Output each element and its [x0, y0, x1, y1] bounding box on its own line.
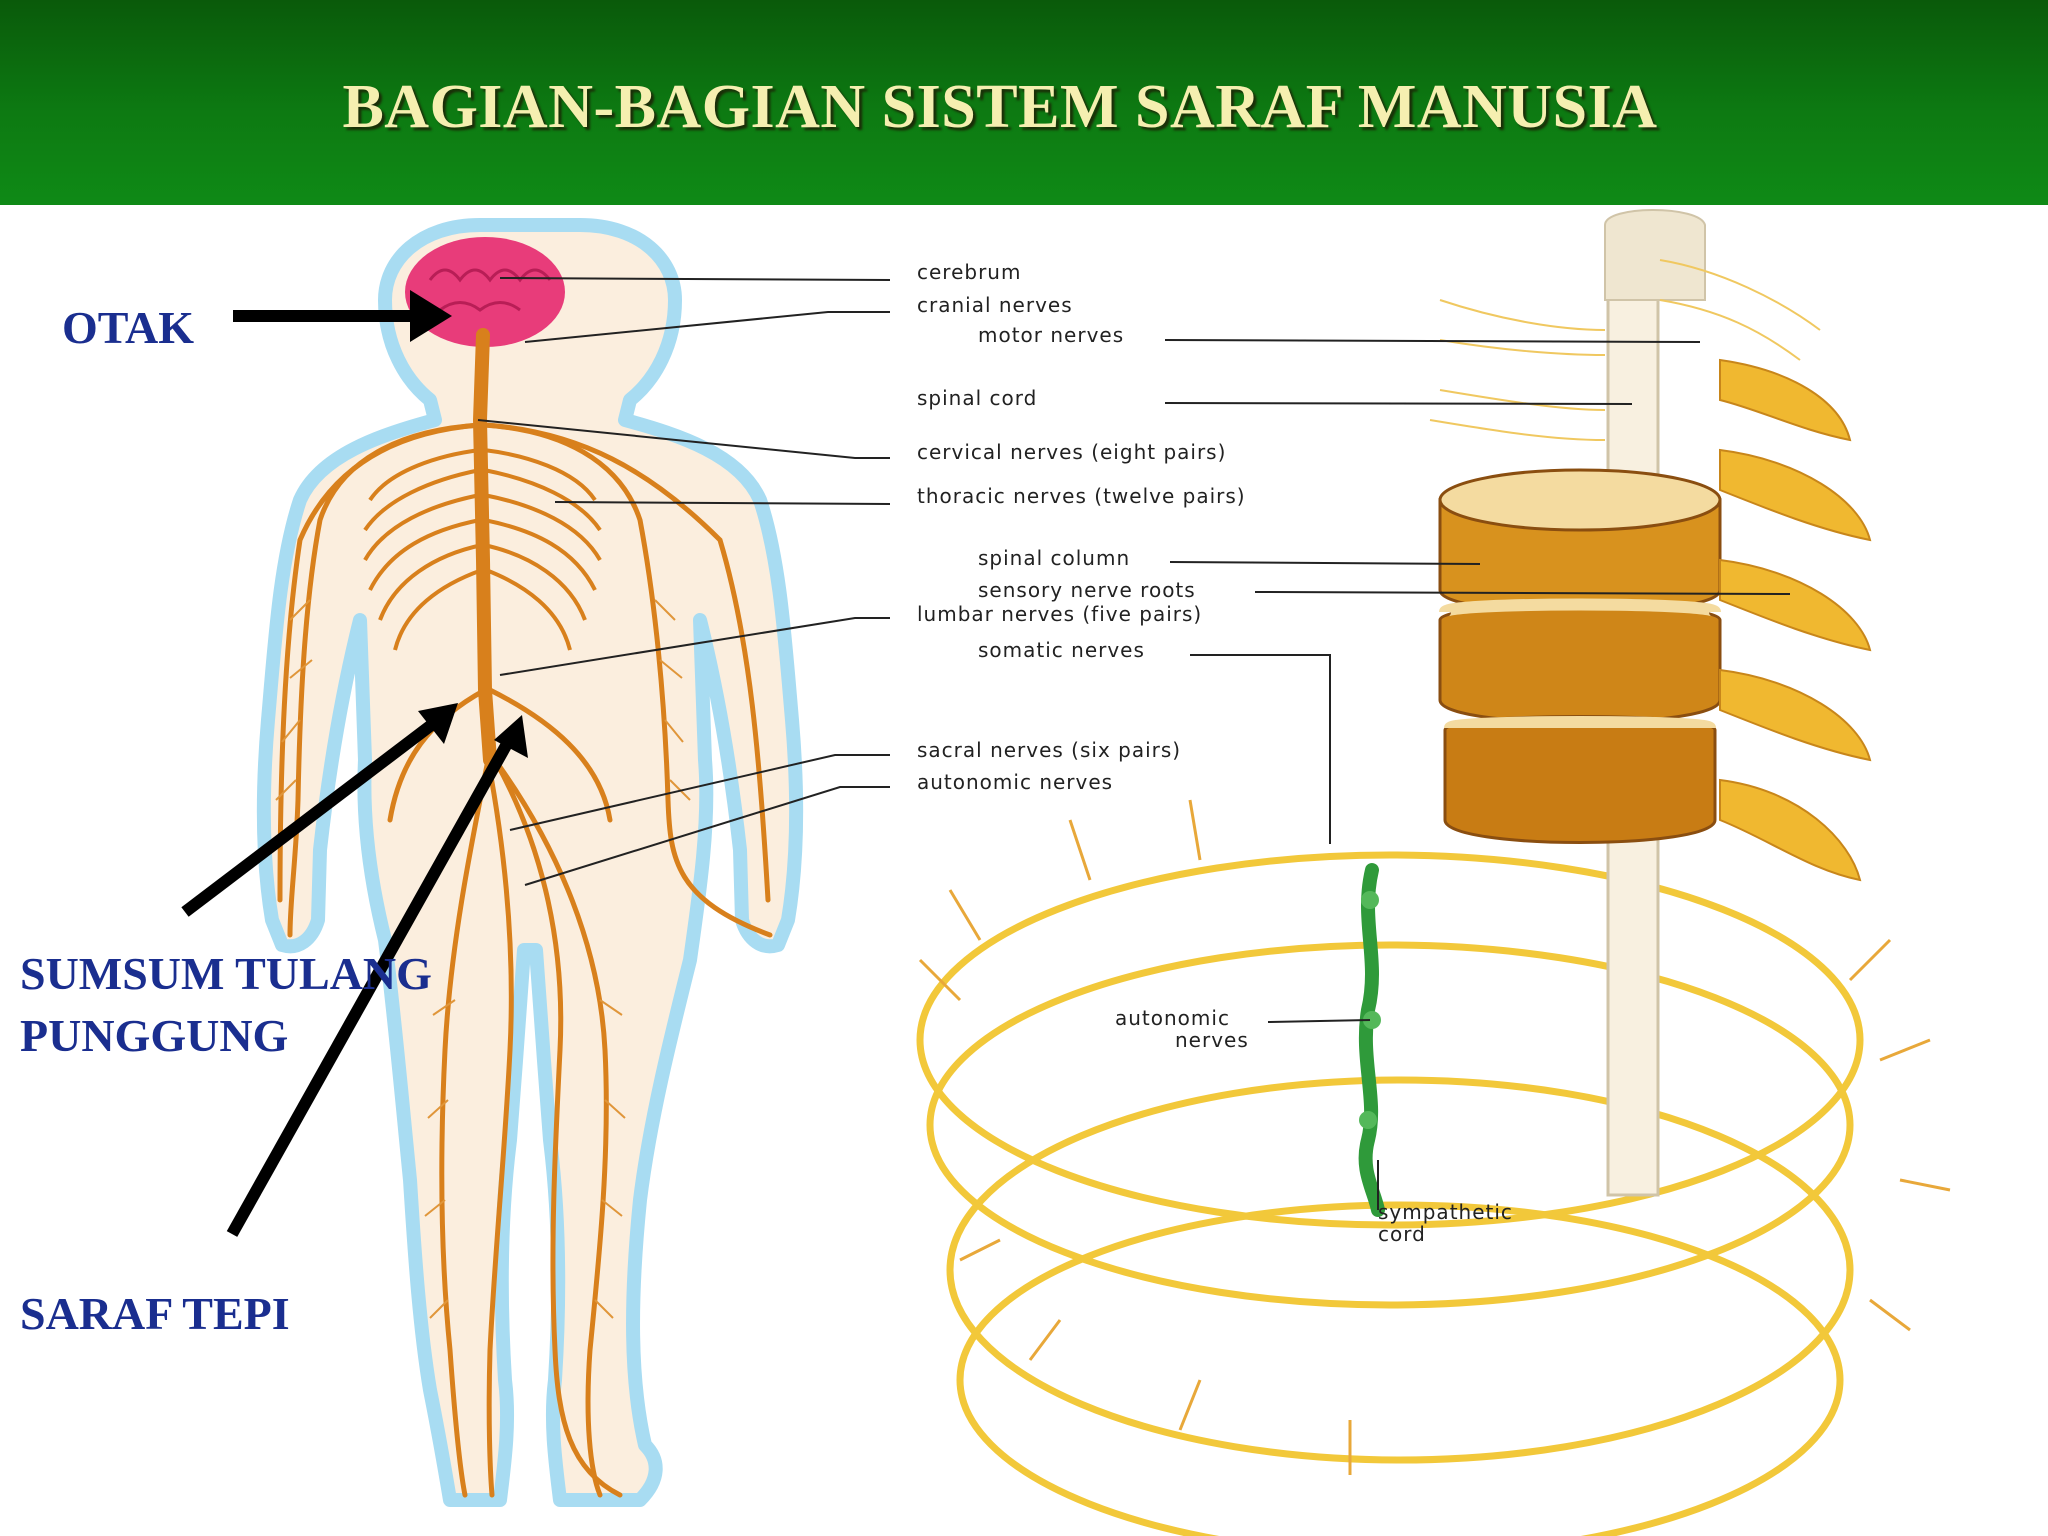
arrow-to-brain [233, 290, 452, 342]
human-figure [256, 218, 804, 1507]
title-bar: BAGIAN-BAGIAN SISTEM SARAF MANUSIA [0, 0, 2048, 205]
leader-lines [477, 277, 1791, 1210]
body-silhouette [256, 218, 804, 1507]
label-autonomic-nerves-2-line1: autonomic [1115, 1006, 1230, 1030]
leader-autonomic-nerves [524, 786, 890, 886]
ring-branches [918, 799, 1951, 1475]
label-sympathetic-cord-line2: cord [1378, 1222, 1426, 1246]
label-spinal-cord: spinal cord [917, 386, 1038, 410]
nerve-fibres [1429, 259, 1821, 441]
leader-cerebrum [499, 277, 891, 281]
thoracic-nerve-branches [363, 448, 602, 651]
callout-otak: OTAK [62, 302, 195, 353]
label-sensory-nerve-roots: sensory nerve roots [978, 578, 1196, 602]
label-cervical-nerves: cervical nerves (eight pairs) [917, 440, 1227, 464]
brain-folds [428, 268, 552, 312]
leader-spinal-cord [1164, 402, 1633, 405]
callout-arrows [181, 290, 528, 1237]
leader-lumbar-nerves [499, 617, 890, 676]
slide-title: BAGIAN-BAGIAN SISTEM SARAF MANUSIA [342, 73, 1658, 141]
label-autonomic-nerves-2-line2: nerves [1175, 1028, 1249, 1052]
fine-nerve-branches [275, 599, 691, 1319]
label-sympathetic-cord-line1: sympathetic [1378, 1200, 1513, 1224]
spine-detail [916, 209, 1951, 1536]
leader-thoracic-nerves [554, 501, 891, 505]
label-sacral-nerves: sacral nerves (six pairs) [917, 738, 1182, 762]
leader-motor-nerves [1164, 339, 1701, 343]
callout-sumsum-tulang: SUMSUM TULANG [20, 948, 432, 999]
label-thoracic-nerves: thoracic nerves (twelve pairs) [917, 484, 1246, 508]
nerve-roots [1719, 358, 1872, 882]
sympathetic-cord [1358, 863, 1385, 1217]
arrow-to-peripheral-nerve [226, 715, 528, 1237]
spinal-cord-top [1604, 209, 1706, 301]
peripheral-nerve-rings [916, 851, 1864, 1536]
label-somatic-nerves: somatic nerves [978, 638, 1145, 662]
label-spinal-column: spinal column [978, 546, 1131, 570]
label-lumbar-nerves: lumbar nerves (five pairs) [917, 602, 1203, 626]
callout-punggung: PUNGGUNG [20, 1010, 289, 1061]
vertebrae [1438, 468, 1722, 844]
label-cerebrum: cerebrum [917, 260, 1022, 284]
leader-sensory-roots [1254, 591, 1791, 595]
leader-sacral-nerves [509, 754, 890, 831]
leader-autonomic-nerves-2 [1267, 1019, 1371, 1023]
leader-somatic-nerves [1190, 654, 1331, 844]
spinal-cord [472, 328, 497, 767]
peripheral-nerves [277, 422, 773, 1498]
leader-cervical-nerves [477, 419, 890, 459]
label-autonomic-nerves: autonomic nerves [917, 770, 1114, 794]
leader-cranial-nerves [524, 311, 890, 343]
label-motor-nerves: motor nerves [978, 323, 1125, 347]
callout-saraf-tepi: SARAF TEPI [20, 1288, 290, 1339]
leader-spinal-column [1169, 561, 1481, 565]
label-cranial-nerves: cranial nerves [917, 293, 1073, 317]
arrow-to-spinal-cord [181, 703, 458, 917]
